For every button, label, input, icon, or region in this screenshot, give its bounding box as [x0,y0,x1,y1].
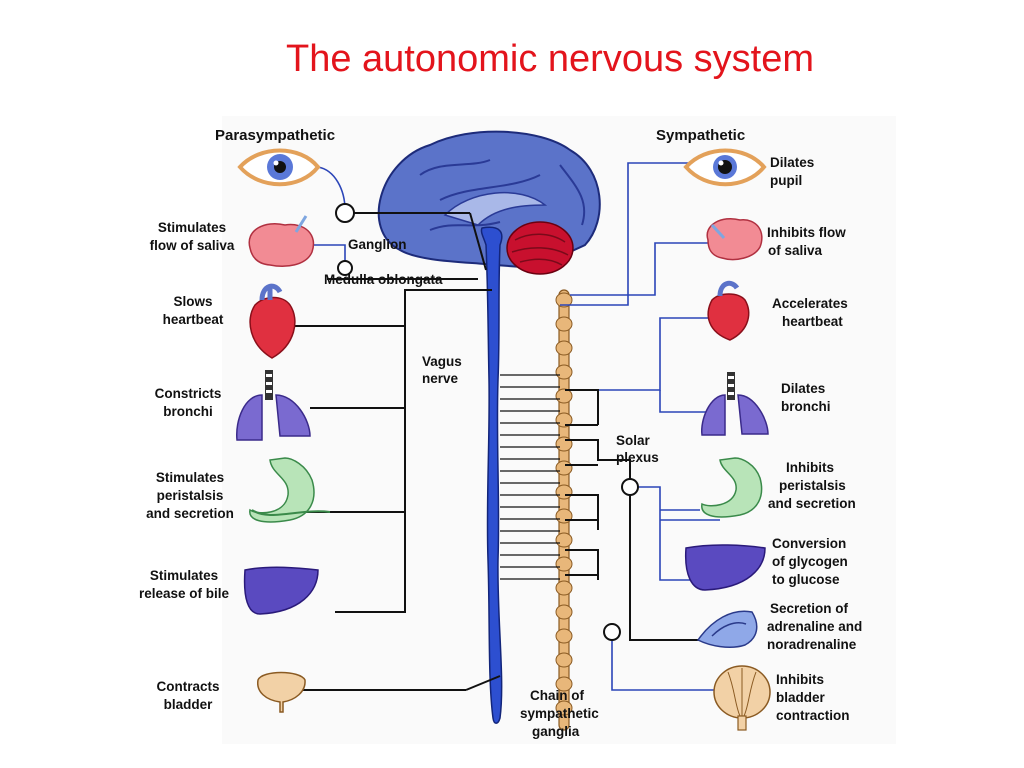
para-heart-label-1: Slows [173,294,212,309]
sym-bladder-label-3: contraction [776,708,850,723]
chain-ganglion [555,316,573,332]
sym-bladder-label-1: Inhibits [776,672,824,687]
chain-ganglion [555,460,573,476]
sym-bladder-label-2: bladder [776,690,826,705]
sym-liver-label-2: of glycogen [772,554,848,569]
para-lungs-label-1: Constricts [155,386,222,401]
vagus-label-1: Vagus [422,354,462,369]
sym-stomach-label-1: Inhibits [786,460,834,475]
sym-eye-label-1: Dilates [770,155,814,170]
sym-adrenal-label-3: noradrenaline [767,637,857,652]
chain-ganglion [555,556,573,572]
brain-illustration [377,130,601,275]
salivary-gland-icon-right [706,218,763,261]
chain-ganglion [555,628,573,644]
chain-ganglion [555,580,573,596]
para-bladder-label-2: bladder [164,697,214,712]
sym-stomach-label-2: peristalsis [779,478,846,493]
adrenal-gland-icon [696,610,758,648]
para-saliva-label-1: Stimulates [158,220,226,235]
chain-label-3: ganglia [532,724,580,739]
ganglion-saliva [337,260,353,276]
sym-saliva-label-2: of saliva [768,243,823,258]
header-parasympathetic: Parasympathetic [215,127,335,144]
header-sympathetic: Sympathetic [656,127,745,144]
para-bladder-label-1: Contracts [156,679,219,694]
para-saliva-label-2: flow of saliva [150,238,235,253]
eye-icon [237,148,321,187]
solar-label-1: Solar [616,433,651,448]
chain-ganglion [555,700,573,716]
eye-icon-right [683,148,767,187]
heart-icon [249,283,296,359]
chain-ganglion [555,364,573,380]
liver-icon [243,566,319,615]
lungs-icon [236,370,311,441]
sym-eye-label-2: pupil [770,173,802,188]
bladder-icon [257,671,306,713]
sym-lungs-label-2: bronchi [781,399,831,414]
ganglion-eye [335,203,355,223]
sym-adrenal-label-2: adrenaline and [767,619,862,634]
sym-adrenal-label-1: Secretion of [770,601,849,616]
sym-liver-label-3: to glucose [772,572,840,587]
para-liver-label-1: Stimulates [150,568,218,583]
chain-ganglion [555,292,573,308]
stomach-icon [249,457,331,523]
solar-label-2: plexus [616,450,659,465]
page-title: The autonomic nervous system [285,38,814,80]
spinal-cord [480,226,503,724]
lungs-icon-right [701,372,769,436]
sympathetic-chain [555,289,573,731]
para-stomach-label-2: peristalsis [157,488,224,503]
sym-lungs-label-1: Dilates [781,381,825,396]
chain-ganglion [555,604,573,620]
chain-ganglion [555,676,573,692]
sym-saliva-label-1: Inhibits flow [767,225,846,240]
bladder-ganglion [603,623,621,641]
bladder-icon-right [713,665,771,731]
para-heart-label-2: heartbeat [163,312,224,327]
liver-icon-right [684,544,766,591]
sympathetic-nerves [560,162,730,691]
chain-ganglion [555,652,573,668]
sym-heart-label-1: Accelerates [772,296,848,311]
ganglion-label: Ganglion [348,237,407,252]
chain-ganglion [555,484,573,500]
para-stomach-label-1: Stimulates [156,470,224,485]
sym-stomach-label-3: and secretion [768,496,856,511]
sym-heart-label-2: heartbeat [782,314,843,329]
para-lungs-label-2: bronchi [163,404,213,419]
para-stomach-label-3: and secretion [146,506,234,521]
sym-liver-label-1: Conversion [772,536,846,551]
chain-ganglion [555,340,573,356]
chain-ganglion [555,532,573,548]
chain-label-1: Chain of [530,688,584,703]
solar-plexus-ganglion [621,478,639,496]
salivary-gland-icon [248,215,315,267]
heart-icon-right [707,280,750,341]
para-liver-label-2: release of bile [139,586,230,601]
vagus-label-2: nerve [422,371,459,386]
medulla-label: Medulla oblongata [324,272,443,287]
stomach-icon-right [701,457,763,518]
chain-label-2: sympathetic [520,706,599,721]
chain-ganglion [555,388,573,404]
spine-chain-connections [500,374,560,580]
